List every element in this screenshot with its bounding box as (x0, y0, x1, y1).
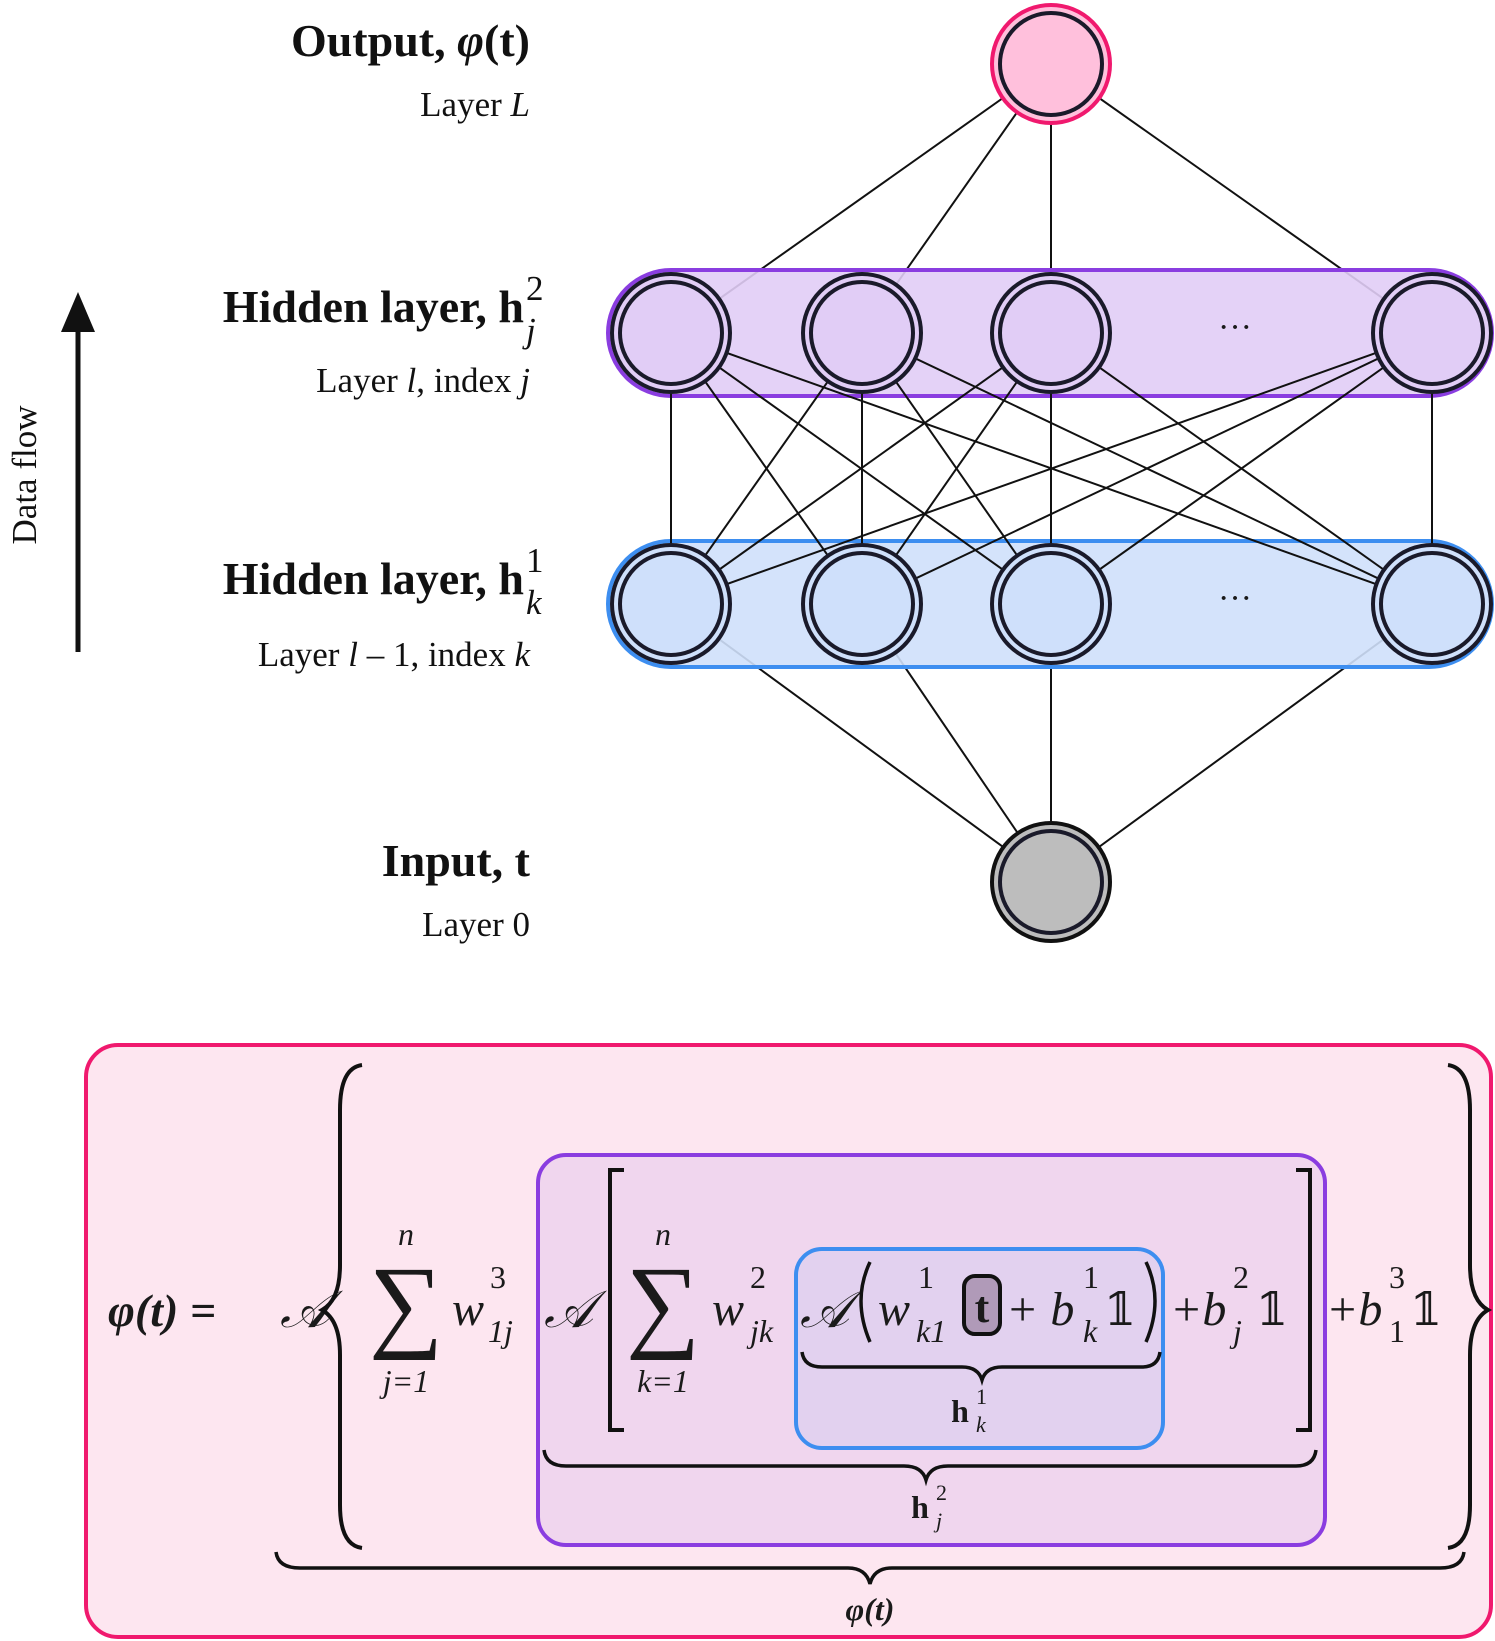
bias-b2: +b (1170, 1283, 1226, 1336)
underbrace-h1-sup: 1 (976, 1384, 987, 1409)
input-t-highlight (962, 1274, 1002, 1336)
input-node (990, 821, 1112, 943)
outer-left-brace (317, 1063, 363, 1550)
bias-b2-sup: 2 (1233, 1259, 1249, 1295)
inner-right-paren (1144, 1261, 1157, 1343)
ones-vector-3: 𝟙 (1410, 1284, 1442, 1335)
output-layer-title: Output, φ(t) (291, 15, 530, 66)
arrow-up-icon (61, 292, 95, 332)
bias-b1: + b (1006, 1283, 1074, 1336)
hidden1-node-3 (990, 543, 1112, 665)
network-edges-overlay (670, 332, 1433, 605)
ones-vector-2: 𝟙 (1256, 1284, 1288, 1335)
sum-k-lower: k=1 (637, 1363, 689, 1399)
hidden1-node-4-body (1379, 551, 1485, 657)
edge-hidden2-hidden1 (670, 332, 1052, 605)
hidden2-node-2 (801, 272, 923, 394)
output-layer-subtitle: Layer L (420, 85, 530, 124)
edge-hidden2-hidden1 (861, 332, 1433, 605)
input-node-body (998, 829, 1104, 935)
hidden1-node-2 (801, 543, 923, 665)
hidden2-node-1-body (618, 280, 724, 386)
hidden-layer-2-ellipsis: ··· (1218, 309, 1252, 346)
left-square-bracket (608, 1168, 624, 1432)
weight-w3: w (452, 1283, 484, 1336)
hidden1-node-1-body (618, 551, 724, 657)
weight-w2: w (712, 1283, 744, 1336)
hidden-layer-1-title: Hidden layer, h (223, 553, 524, 604)
bias-b3: +b (1326, 1283, 1382, 1336)
bias-b3-sub: 1 (1389, 1313, 1405, 1349)
hidden-layer-1-subscript: k (526, 583, 543, 622)
output-node-body (998, 11, 1104, 117)
input-layer-title: Input, t (382, 835, 531, 886)
bias-b1-sup: 1 (1083, 1259, 1099, 1295)
sum-k-upper: n (655, 1216, 671, 1252)
weight-w1-sub: k1 (916, 1313, 946, 1349)
hidden1-node-2-body (809, 551, 915, 657)
hidden-layer-2-subtitle: Layer l, index j (316, 361, 530, 400)
sum-j-lower: j=1 (379, 1363, 429, 1399)
data-flow-arrow (61, 292, 95, 652)
underbrace-h2-sup: 2 (936, 1480, 947, 1505)
input-layer-subtitle: Layer 0 (422, 905, 530, 944)
weight-w3-sup: 3 (490, 1259, 506, 1295)
sum-k-symbol: ∑ (626, 1246, 700, 1361)
weight-w2-sup: 2 (750, 1259, 766, 1295)
equation-panel: φ(t) = 𝒜 n ∑ j=1 w 3 1j 𝒜 n ∑ k=1 w 2 jk… (84, 1043, 1493, 1639)
network-nodes (610, 3, 1493, 943)
hidden2-node-4 (1371, 272, 1493, 394)
weight-w1-sup: 1 (918, 1259, 934, 1295)
hidden-layer-1-superscript: 1 (526, 541, 544, 580)
hidden-layer-1-ellipsis: ··· (1218, 580, 1252, 617)
weight-w2-sub: jk (746, 1313, 774, 1349)
inner-left-paren (859, 1261, 872, 1343)
underbrace-h1-sub: k (976, 1412, 987, 1437)
hidden1-node-3-body (998, 551, 1104, 657)
bias-b1-sub: k (1083, 1313, 1098, 1349)
underbrace-phi-label: φ(t) (846, 1591, 895, 1627)
hidden1-node-4 (1371, 543, 1493, 665)
underbrace-h2-sub: j (933, 1508, 942, 1533)
hidden1-node-1 (610, 543, 732, 665)
hidden2-node-2-body (809, 280, 915, 386)
hidden2-node-4-body (1379, 280, 1485, 386)
bias-b2-sub: j (1229, 1313, 1242, 1349)
weight-w3-sub: 1j (488, 1313, 513, 1349)
ones-vector-1: 𝟙 (1104, 1284, 1136, 1335)
hidden-layer-1-subtitle: Layer l – 1, index k (258, 635, 532, 674)
data-flow-label: Data flow (5, 405, 44, 545)
underbrace-phi (274, 1551, 1466, 1585)
sum-j-symbol: ∑ (369, 1246, 443, 1361)
sum-j-upper: n (398, 1216, 414, 1252)
hidden-layer-2-subscript: j (522, 311, 536, 350)
output-node (990, 3, 1112, 125)
outer-right-brace (1447, 1063, 1493, 1550)
right-square-bracket (1296, 1168, 1312, 1432)
equation-lhs: φ(t) = (108, 1285, 216, 1336)
underbrace-h2-label: h (911, 1489, 929, 1525)
underbrace-h2 (542, 1449, 1318, 1487)
hidden-layer-2-superscript: 2 (526, 269, 544, 308)
hidden-layer-2-title: Hidden layer, h (223, 281, 524, 332)
hidden2-node-3-body (998, 280, 1104, 386)
underbrace-h1 (800, 1351, 1162, 1386)
hidden2-node-3 (990, 272, 1112, 394)
bias-b3-sup: 3 (1389, 1259, 1405, 1295)
edge-hidden2-hidden1 (1050, 332, 1433, 605)
weight-w1: w (878, 1283, 910, 1336)
equation-hidden1-box (794, 1247, 1165, 1450)
input-t: t (975, 1283, 990, 1332)
underbrace-h1-label: h (951, 1393, 969, 1429)
edge-hidden2-hidden1 (670, 332, 1433, 605)
hidden2-node-1 (610, 272, 732, 394)
